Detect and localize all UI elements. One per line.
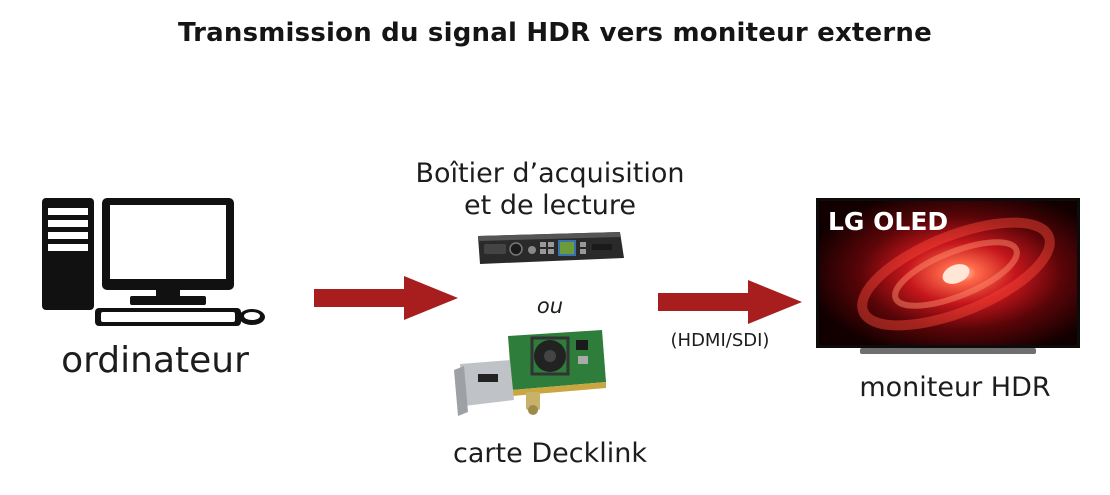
diagram-title: Transmission du signal HDR vers moniteur… — [178, 18, 932, 48]
capture-box-device-icon — [478, 232, 624, 264]
hdr-monitor-icon: LG OLED — [816, 198, 1080, 354]
computer-icon — [42, 198, 265, 326]
capture-box-label-line1: Boîtier d’acquisition — [415, 158, 685, 189]
capture-box-label-line2: et de lecture — [464, 190, 636, 221]
capture-box-label: Boîtier d’acquisition et de lecture — [380, 158, 720, 222]
arrow-device-to-monitor — [658, 280, 802, 324]
or-label: ou — [536, 294, 564, 318]
computer-label: ordinateur — [61, 340, 249, 381]
monitor-brand-text: LG OLED — [828, 207, 948, 236]
decklink-card-label: carte Decklink — [453, 438, 647, 469]
connection-label: (HDMI/SDI) — [670, 330, 770, 351]
arrow-computer-to-device — [314, 276, 458, 320]
monitor-label: moniteur HDR — [859, 372, 1051, 403]
decklink-card-icon — [454, 330, 606, 416]
